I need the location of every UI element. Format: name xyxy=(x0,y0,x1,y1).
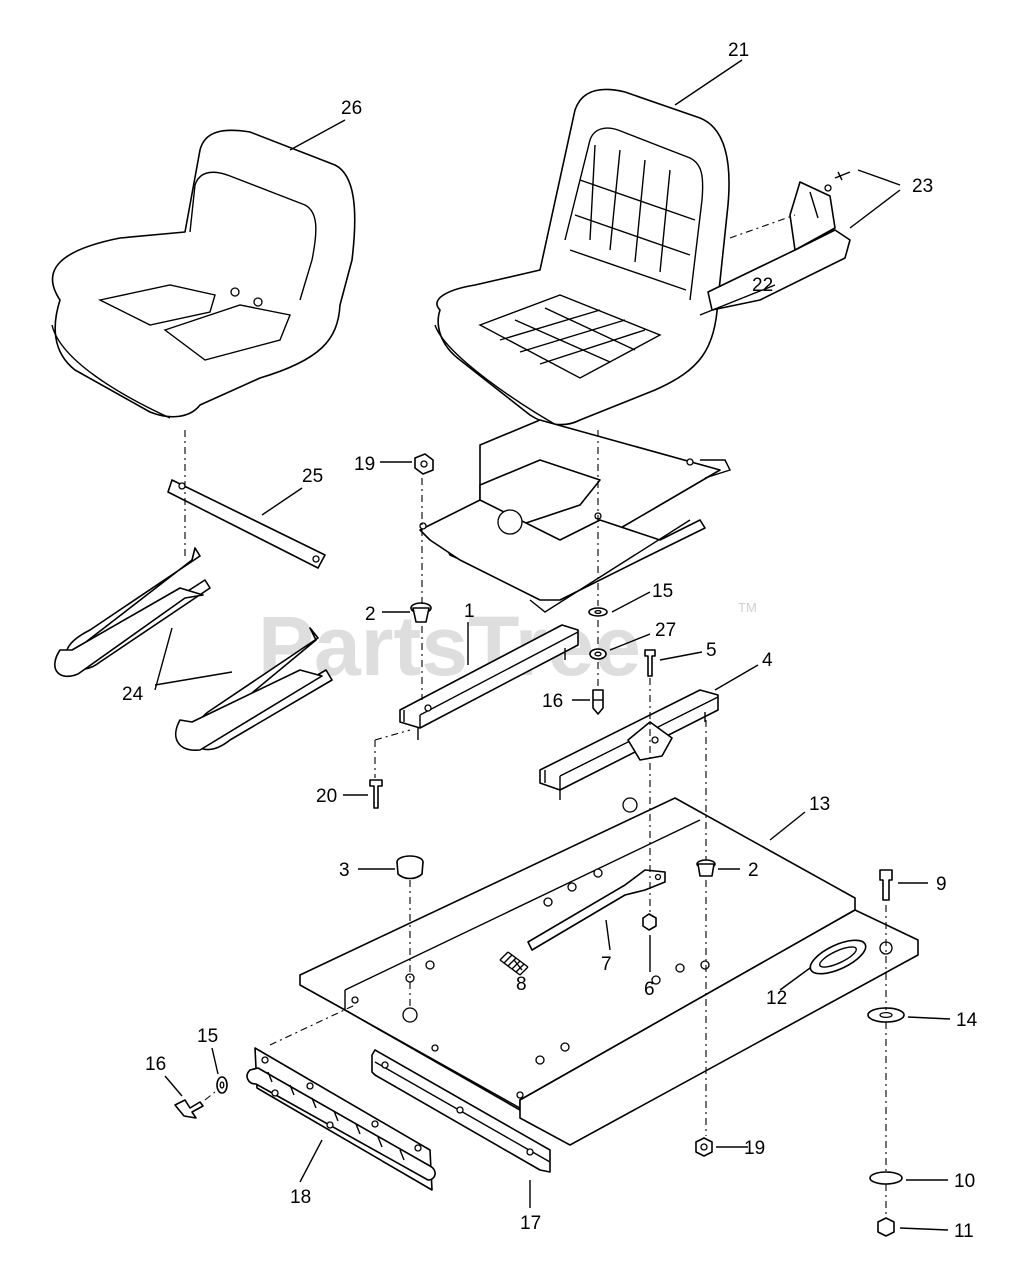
callout-2-lower: 2 xyxy=(748,860,759,881)
decal-12 xyxy=(809,939,867,975)
callout-10: 10 xyxy=(954,1171,975,1192)
washer-15-upper xyxy=(588,607,608,617)
washer-15-lower xyxy=(216,1076,228,1094)
callout-25: 25 xyxy=(302,466,323,487)
grommet-2-upper xyxy=(410,602,432,623)
callout-24: 24 xyxy=(122,684,144,705)
leader-lines xyxy=(154,59,951,1231)
callout-6: 6 xyxy=(644,979,655,1000)
callout-12: 12 xyxy=(766,988,787,1009)
callout-21: 21 xyxy=(728,40,749,61)
callout-11: 11 xyxy=(954,1221,974,1242)
callout-14: 14 xyxy=(956,1010,978,1031)
nut-6 xyxy=(642,913,657,931)
callout-16-lower: 16 xyxy=(145,1054,166,1075)
hinge-18 xyxy=(246,1047,436,1191)
callout-19-upper: 19 xyxy=(354,454,375,475)
nut-19-upper xyxy=(414,453,434,475)
bolt-9 xyxy=(879,869,893,901)
bolt-16-lower xyxy=(174,1099,204,1119)
washer-10 xyxy=(869,1171,903,1185)
callout-15-upper: 15 xyxy=(652,581,673,602)
assembly-lines xyxy=(184,214,887,1216)
armrest-23 xyxy=(707,181,851,311)
mounting-strip-17 xyxy=(371,1049,551,1173)
callout-27: 27 xyxy=(655,620,676,641)
callout-labels: 1 2 2 3 4 5 6 7 8 9 10 11 12 13 14 15 15… xyxy=(122,40,978,1242)
seat-suspension-22 xyxy=(419,419,731,613)
callout-2-upper: 2 xyxy=(365,604,376,625)
callout-26: 26 xyxy=(341,98,362,119)
callout-20: 20 xyxy=(316,786,337,807)
callout-17: 17 xyxy=(520,1213,541,1234)
callout-1: 1 xyxy=(464,601,475,622)
washer-14 xyxy=(867,1007,905,1023)
armrest-bolt-23 xyxy=(834,171,851,181)
callout-8: 8 xyxy=(516,974,527,995)
bolt-5 xyxy=(644,649,656,677)
callout-15-lower: 15 xyxy=(197,1026,218,1047)
callout-19-lower: 19 xyxy=(744,1138,765,1159)
callout-18: 18 xyxy=(290,1187,311,1208)
callout-13: 13 xyxy=(809,794,830,815)
seat-rail-1 xyxy=(399,624,579,740)
callout-7: 7 xyxy=(601,954,612,975)
callout-16-upper: 16 xyxy=(542,691,563,712)
callout-22: 22 xyxy=(752,275,773,296)
nut-19-lower xyxy=(695,1137,713,1157)
plug-3 xyxy=(396,855,424,880)
strap-25 xyxy=(167,479,326,569)
callout-23: 23 xyxy=(912,176,933,197)
seat-rail-4 xyxy=(539,689,719,800)
seat-26 xyxy=(51,129,356,419)
callout-3: 3 xyxy=(339,860,350,881)
callout-5: 5 xyxy=(706,640,717,661)
bolt-20 xyxy=(369,779,383,809)
nut-11 xyxy=(877,1217,895,1237)
seat-springs-24 xyxy=(54,547,333,751)
washer-27 xyxy=(589,648,607,660)
callout-4: 4 xyxy=(762,650,773,671)
callout-9: 9 xyxy=(936,874,947,895)
seat-21 xyxy=(434,88,730,431)
watermark-trademark: TM xyxy=(738,600,757,615)
adjuster-rod-7 xyxy=(527,869,666,951)
bolt-16-upper xyxy=(592,689,604,715)
grommet-2-lower xyxy=(696,859,716,877)
